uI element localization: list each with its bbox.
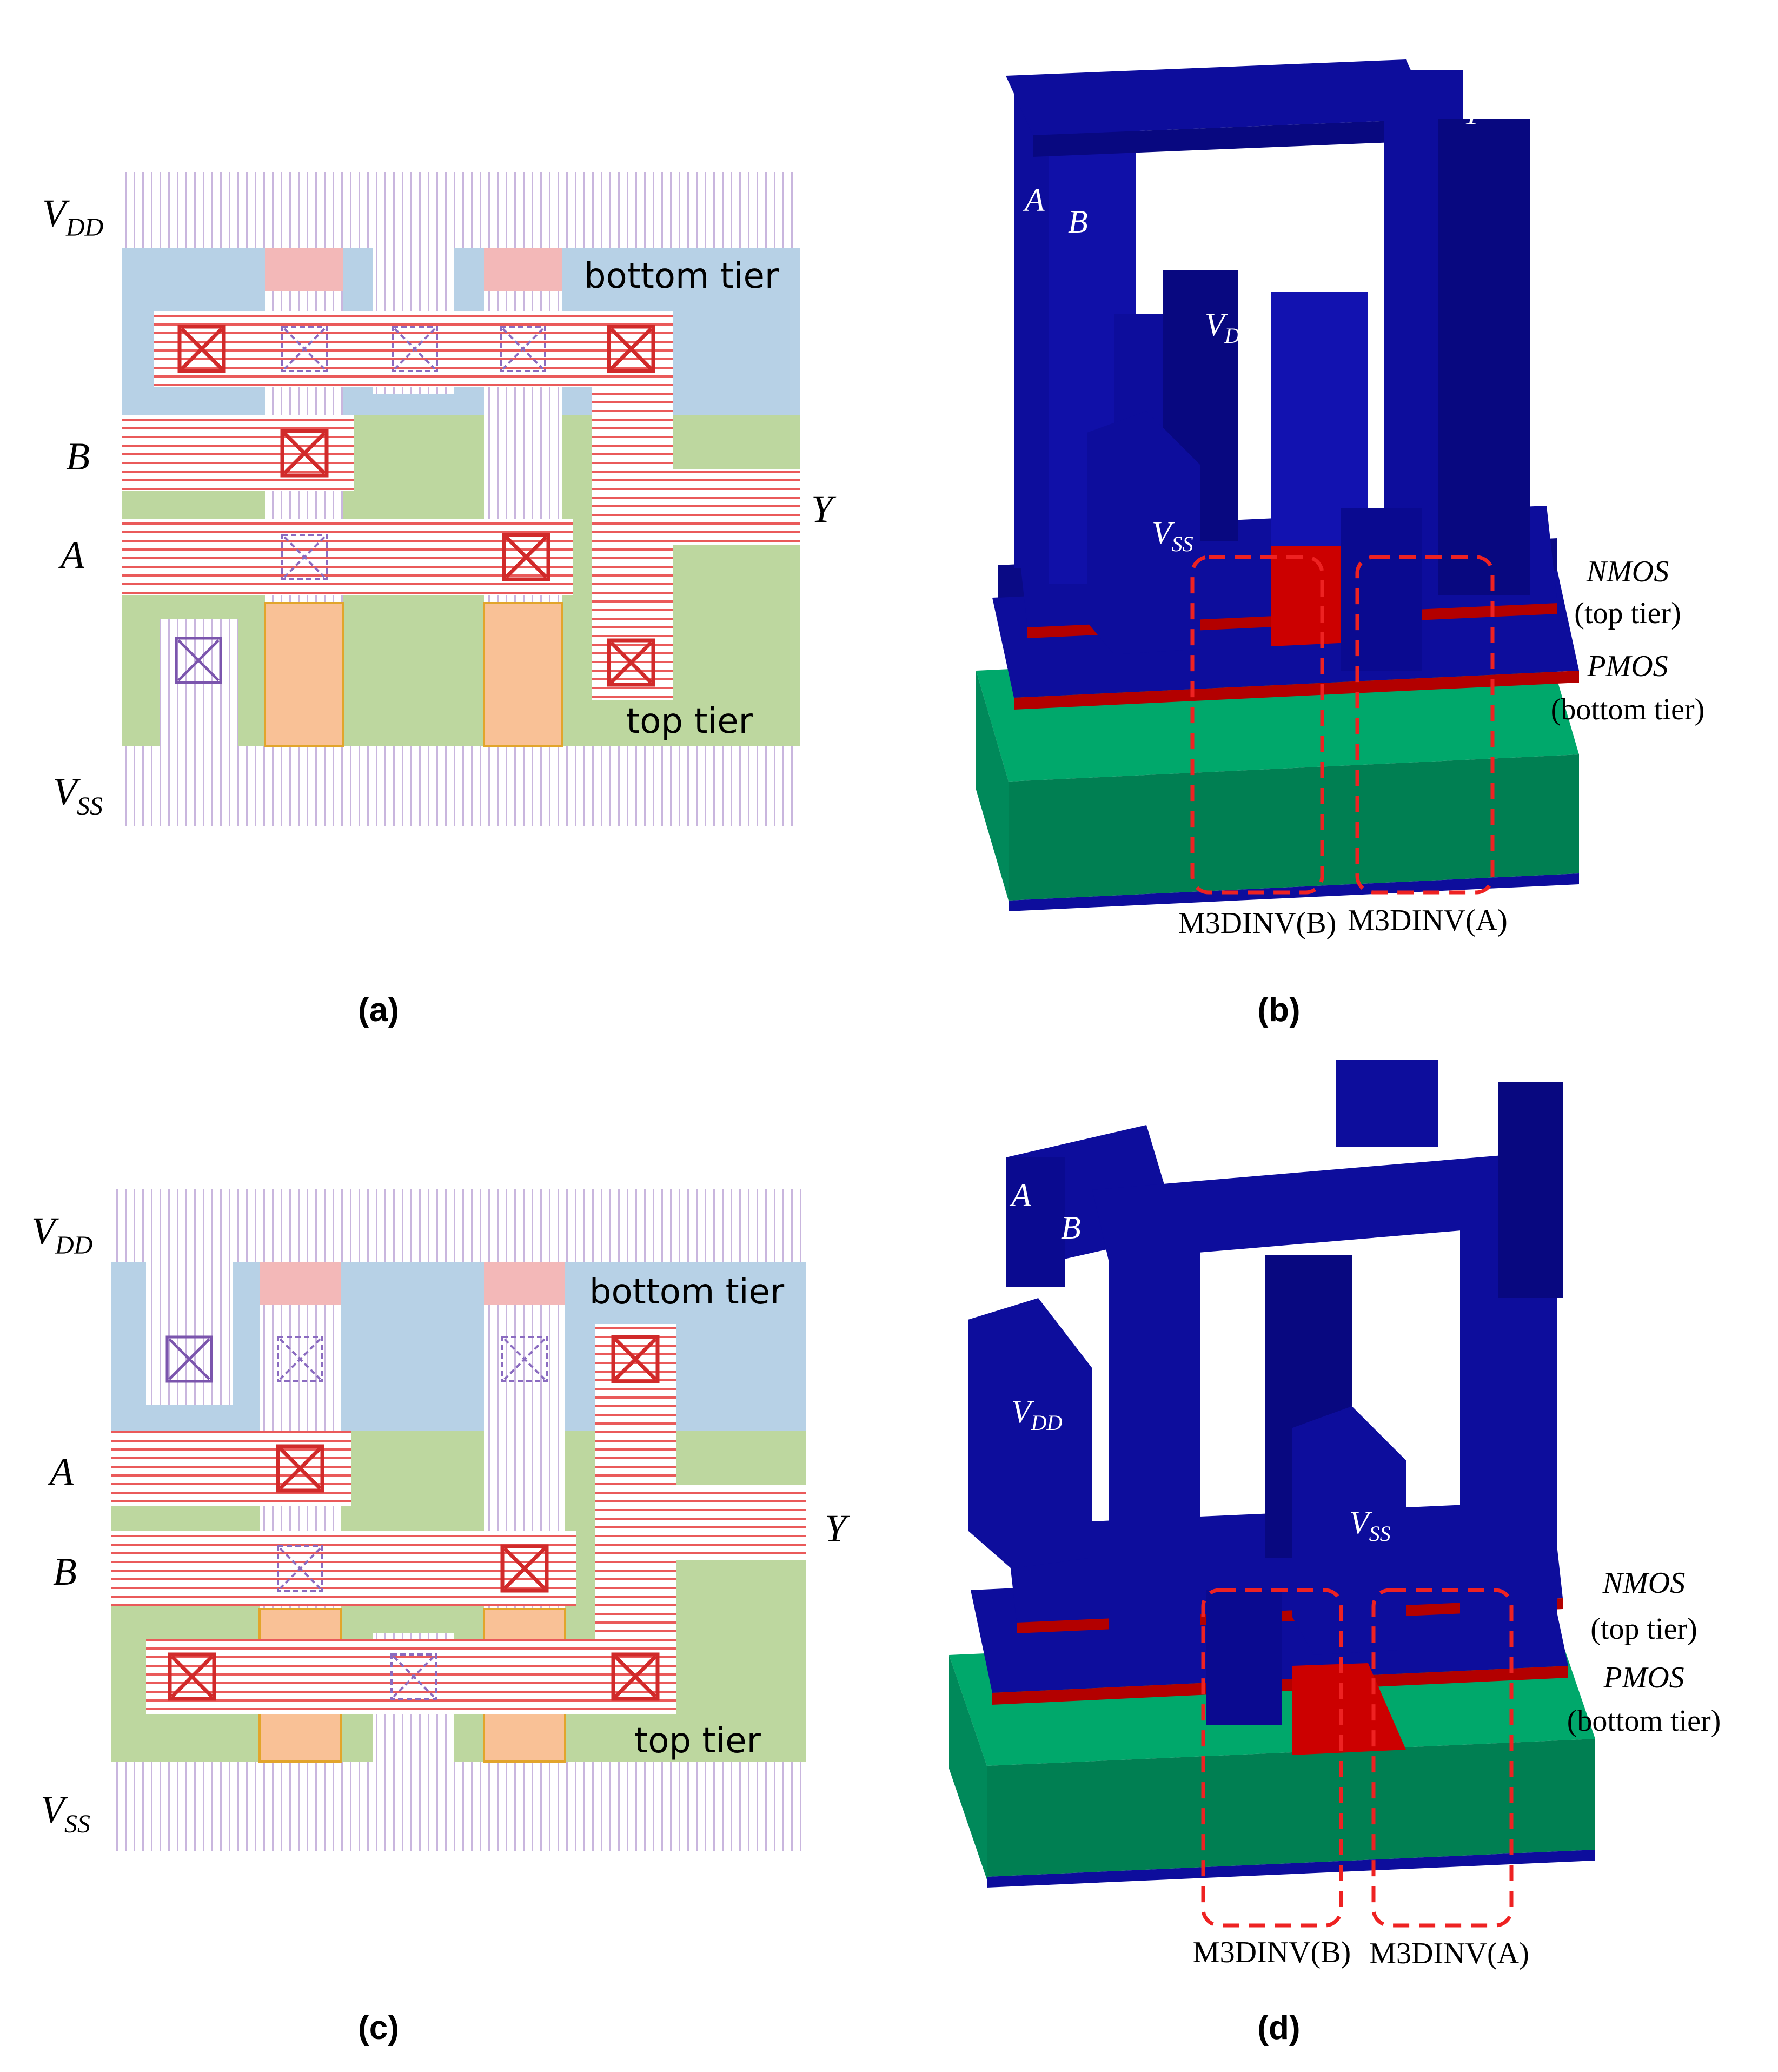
panel-a-y-label: Y: [811, 487, 837, 531]
panel-d-nmos-label: NMOS: [1602, 1566, 1685, 1600]
panel-c-gate-cap-2: [484, 1262, 565, 1305]
panel-a-vdd-rail: [122, 172, 800, 248]
panel-c-vss-rail: [111, 1762, 806, 1851]
panel-b-vss-label: VSS: [1152, 515, 1193, 556]
panel-b-top-bar: [1006, 59, 1433, 135]
panel-b-substrate-base: [1009, 873, 1579, 911]
panel-d-top-bar: [1092, 1152, 1557, 1260]
panel-b-nmos-tier: (top tier): [1574, 597, 1681, 630]
panel-b-box-a-label: M3DINV(A): [1348, 904, 1508, 937]
panel-a-metal-y-out: [592, 469, 800, 545]
panel-d-vdd-label: VDD: [1011, 1394, 1063, 1435]
panel-c-metal-y-out: [595, 1485, 806, 1560]
panel-a-a-label: A: [58, 533, 85, 577]
panel-b-y-label: Y: [1463, 96, 1484, 131]
panel-d-vss-label: VSS: [1349, 1505, 1391, 1546]
panel-d-box-a: [1371, 1588, 1514, 1928]
panel-d-substrate-left: [949, 1655, 987, 1879]
panel-c-a-label: A: [48, 1450, 74, 1493]
panel-d-y-pillar: [1498, 1082, 1563, 1298]
panel-a-vdd-label: VDD: [42, 191, 103, 242]
panel-b-vdd-pillar-2: [1271, 292, 1368, 546]
panel-d-caption: (d): [1257, 2009, 1300, 2047]
panel-d-pillar-left: [1109, 1222, 1200, 1633]
panel-a-gate-cap-1: [265, 248, 343, 291]
panel-a-metal-a: [122, 519, 573, 595]
panel-d-box-b-label: M3DINV(B): [1193, 1936, 1351, 1969]
panel-b-top-bar-front: [1033, 119, 1433, 157]
panel-b-3d-view: A B Y VDD VSS NMOS (top tier) PMOS (bott…: [976, 59, 1704, 940]
panel-a-layout: bottom tier top tier VDD VSS B A Y: [42, 172, 837, 826]
panel-b-pmos-layer: [1014, 671, 1579, 710]
panel-b-b-label: B: [1068, 204, 1088, 240]
panel-c-metal-bottom-bar: [146, 1639, 676, 1714]
panel-b-pillar-y-side: [1438, 119, 1530, 595]
panel-d-substrate-base: [987, 1850, 1595, 1888]
panel-a-gate-cap-2: [484, 248, 562, 291]
panel-b-right-block: [1341, 508, 1422, 671]
panel-d-mid-block: [1206, 1590, 1282, 1725]
panel-a-metal-b: [122, 415, 354, 491]
panel-d-vss-block: [1292, 1406, 1406, 1655]
panel-d-y-top: [1336, 1060, 1438, 1147]
panel-b-box-a: [1355, 555, 1495, 895]
panel-c-layout: bottom tier top tier VDD VSS A B Y: [31, 1189, 850, 1851]
panel-d-3d-view: A B Y VDD VSS NMOS (top tier) PMOS (bott…: [949, 1060, 1721, 1970]
panel-a-diffusion-1: [264, 602, 344, 747]
panel-d-red-block: [1292, 1663, 1406, 1755]
panel-d-box-a-label: M3DINV(A): [1369, 1937, 1529, 1970]
panel-a-diffusion-2: [483, 602, 563, 747]
panel-d-nmos-tier: (top tier): [1590, 1612, 1697, 1646]
panel-c-gate-cap-1: [260, 1262, 341, 1305]
panel-b-pmos-tier: (bottom tier): [1551, 693, 1705, 726]
panel-a-b-label: B: [66, 435, 90, 478]
panel-d-b-label: B: [1061, 1210, 1081, 1246]
panel-d-pmos-label: PMOS: [1603, 1661, 1684, 1694]
panel-d-box-b: [1201, 1588, 1343, 1928]
panel-c-y-label: Y: [825, 1507, 850, 1550]
panel-d-a-label: A: [1009, 1177, 1031, 1213]
panel-c-vdd-label: VDD: [31, 1209, 92, 1260]
panel-d-substrate-front: [987, 1739, 1595, 1877]
panel-c-top-tier-label: top tier: [634, 1721, 761, 1761]
panel-d-pmos-tier: (bottom tier): [1567, 1704, 1721, 1738]
panel-b-box-b-label: M3DINV(B): [1178, 906, 1336, 940]
panel-d-vdd-block: [968, 1298, 1092, 1568]
panel-a-top-tier-label: top tier: [626, 701, 753, 742]
panel-c-metal-b: [111, 1531, 576, 1606]
panel-c-bottom-tier-label: bottom tier: [589, 1272, 785, 1312]
panel-b-box-b: [1190, 555, 1324, 895]
panel-b-substrate-front: [1009, 754, 1579, 901]
panel-c-b-label: B: [53, 1550, 77, 1593]
panel-c-vdd-stub: [146, 1189, 233, 1405]
panel-b-vss-block: [1087, 411, 1200, 654]
panel-b-substrate-left: [976, 671, 1009, 901]
panel-c-vss-label: VSS: [41, 1788, 90, 1838]
panel-c-metal-a: [111, 1431, 351, 1506]
panel-a-bottom-tier-label: bottom tier: [584, 256, 779, 296]
panel-a-caption: (a): [358, 991, 399, 1029]
panel-b-nmos-label: NMOS: [1586, 555, 1669, 588]
panel-b-caption: (b): [1257, 991, 1300, 1029]
panel-a-vss-rail: [122, 746, 800, 826]
panel-d-a-stub: [1006, 1157, 1065, 1287]
panel-b-pmos-label: PMOS: [1587, 650, 1668, 683]
panel-b-vdd-label: VDD: [1205, 307, 1256, 348]
panel-a-vss-label: VSS: [53, 770, 103, 820]
panel-c-caption: (c): [358, 2009, 399, 2047]
panel-d-y-label: Y: [1460, 1099, 1481, 1135]
panel-b-a-label: A: [1023, 182, 1045, 218]
